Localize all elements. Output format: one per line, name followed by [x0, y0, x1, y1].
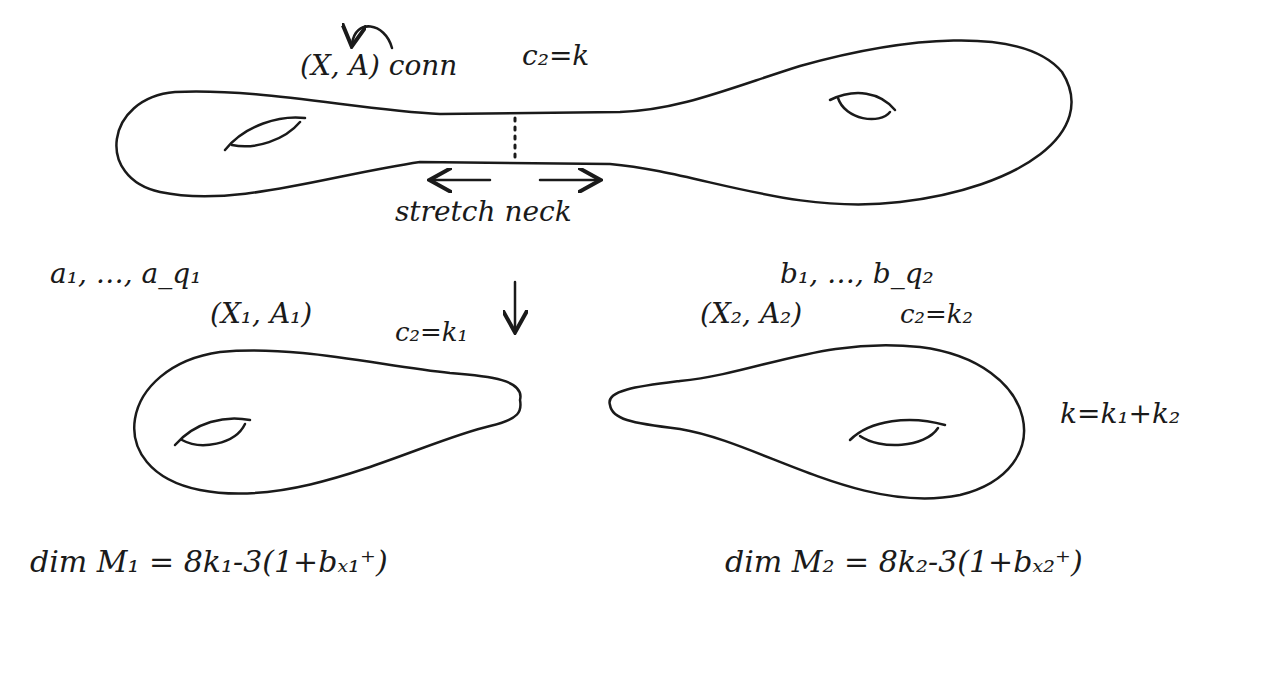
label-text: (X, A) conn	[300, 50, 457, 82]
left-surface	[134, 351, 520, 494]
label-text: c₂=k₁	[395, 318, 468, 348]
label-text: c₂=k	[522, 40, 589, 72]
label-text: (X₂, A₂)	[700, 298, 802, 330]
down-arrow	[514, 282, 517, 330]
handle	[850, 420, 945, 440]
connected-surface	[116, 40, 1071, 204]
handle	[175, 418, 250, 445]
label-text: c₂=k₂	[900, 300, 973, 330]
handle	[838, 98, 890, 119]
right-surface	[610, 345, 1025, 498]
label-text: k=k₁+k₂	[1060, 398, 1180, 430]
handle	[860, 428, 938, 445]
label-text: dim M₁ = 8k₁-3(1+bₓ₁⁺)	[30, 545, 388, 580]
neck-circle	[514, 118, 517, 158]
label-text: b₁, …, b_q₂	[780, 258, 934, 290]
handle	[232, 122, 300, 146]
curved-arrow	[352, 26, 392, 48]
stretch-arrow	[432, 179, 490, 182]
label-text: (X₁, A₁)	[210, 298, 312, 330]
handle	[225, 117, 305, 150]
label-text: stretch neck	[395, 196, 572, 228]
handle	[182, 424, 245, 445]
label-text: a₁, …, a_q₁	[50, 258, 201, 290]
label-text: dim M₂ = 8k₂-3(1+bₓ₂⁺)	[725, 545, 1083, 580]
stretch-arrow	[540, 179, 598, 182]
